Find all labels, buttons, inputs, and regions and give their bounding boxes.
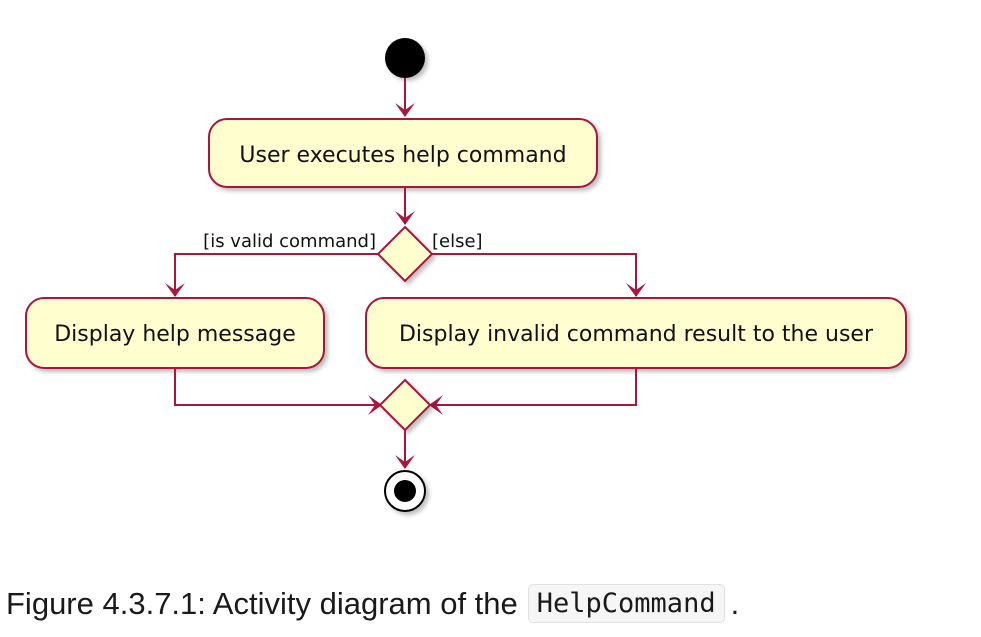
- arrowhead: [626, 283, 646, 297]
- arrowhead: [395, 455, 415, 469]
- flow-invalid-to-merge: [430, 368, 637, 406]
- caption-text: Figure 4.3.7.1: Activity diagram of the: [6, 585, 518, 621]
- arrowhead: [395, 103, 415, 117]
- arrowhead: [395, 211, 415, 225]
- flow-branch-else: [432, 253, 637, 296]
- activity-diagram: User executes help command [is valid com…: [25, 38, 907, 512]
- end-node: [384, 470, 426, 512]
- arrowhead: [429, 395, 443, 415]
- arrowhead: [368, 395, 382, 415]
- action-display-invalid-label: Display invalid command result to the us…: [399, 322, 874, 347]
- flow-help-to-merge: [174, 368, 381, 406]
- action-execute-help: [208, 118, 598, 188]
- decision-diamond: [376, 225, 434, 283]
- guard-valid-label: [is valid command]: [203, 231, 376, 252]
- merge-diamond: [378, 378, 432, 432]
- arrowhead: [165, 283, 185, 297]
- action-execute-help-label: User executes help command: [239, 143, 566, 168]
- start-node: [385, 38, 425, 78]
- caption-code: HelpCommand: [527, 584, 725, 623]
- flow-branch-valid: [174, 253, 378, 296]
- guard-else-label: [else]: [432, 231, 483, 252]
- caption-period: .: [730, 585, 740, 621]
- action-display-help-label: Display help message: [54, 322, 296, 347]
- figure-caption: Figure 4.3.7.1: Activity diagram of the …: [6, 584, 739, 623]
